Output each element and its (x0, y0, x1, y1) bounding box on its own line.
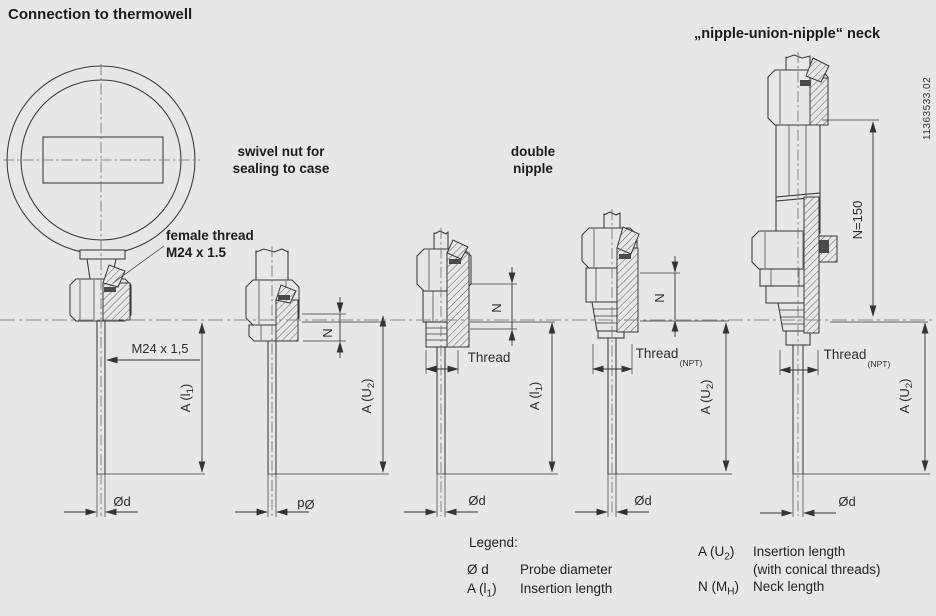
clamp-tab-hatch (446, 239, 469, 260)
tube-break-edge (255, 248, 289, 253)
dim-label-npt-d5: (NPT) (868, 359, 891, 369)
legend-symbol: N (MH) (698, 579, 739, 598)
label-female-thread: female thread M24 x 1.5 (166, 227, 254, 261)
dim-label-insertion-length-d1: A (l1) (178, 384, 196, 412)
tube-break-edge (433, 230, 449, 235)
label-swivel-nut: swivel nut for sealing to case (222, 143, 340, 177)
neck-length-dimension-d2 (302, 297, 346, 358)
union-seal (818, 240, 829, 253)
legend-symbol: A (l1) (467, 581, 497, 600)
dim-label-insertion-length-d4: A (U2) (698, 380, 716, 415)
heading-nipple-union-nipple-neck: „nipple-union-nipple“ neck (694, 26, 881, 42)
seal-ring (619, 254, 631, 259)
thread-dimension-d5 (779, 350, 819, 375)
dim-label-thread-d4: Thread (636, 346, 679, 361)
drawing-double-nipple (404, 228, 558, 517)
drawing-nipple-union-nipple (751, 52, 930, 517)
label-swivel-nut-line1: swivel nut for (237, 144, 325, 159)
dim-label-probe-diameter-d1: Ød (113, 494, 130, 509)
legend-symbol: A (U2) (698, 544, 735, 563)
legend-item-insertion-length: A (l1) Insertion length (467, 580, 612, 604)
dim-label-probe-diameter-d5: Ød (838, 494, 855, 509)
probe-stem (792, 344, 804, 517)
drawing-thermometer-female-thread (3, 64, 206, 517)
dim-label-insertion-length-d5: A (U2) (897, 379, 915, 414)
legend-symbol: Ø d (467, 562, 489, 577)
label-female-thread-line1: female thread (166, 228, 254, 243)
legend-desc: Insertion length(with conical threads) (753, 544, 881, 577)
seal-ring (278, 295, 290, 300)
union-nut (751, 230, 838, 287)
section-hatch (446, 252, 470, 348)
seal-ring (449, 259, 461, 264)
dim-label-neck-150-d5: N=150 (850, 201, 865, 240)
seal-ring (800, 80, 811, 86)
dim-label-probe-diameter-d3: Ød (468, 493, 485, 508)
neck-length-dimension-d4 (640, 256, 680, 337)
section-hatch (616, 247, 639, 333)
dim-label-probe-diameter-d2: Ød (297, 497, 314, 512)
dim-label-thread-d3: Thread (468, 350, 511, 365)
insertion-length-dimension-d5 (793, 321, 930, 475)
dim-label-insertion-length-d2: A (U2) (359, 379, 377, 414)
label-female-thread-line2: M24 x 1.5 (166, 245, 227, 260)
dim-label-neck-d4: N (652, 293, 667, 302)
drawing-swivel-nut (235, 246, 389, 517)
legend-item-insertion-length-conical: A (U2) Insertion length(with conical thr… (698, 543, 881, 579)
dim-label-npt-d4: (NPT) (680, 358, 703, 368)
label-double-nipple-line1: double (510, 144, 556, 159)
legend-heading: Legend: (469, 535, 518, 550)
seal-ring (104, 287, 116, 292)
insertion-length-dimension-d1 (97, 322, 206, 475)
label-swivel-nut-line2: sealing to case (232, 161, 330, 176)
legend-desc: Insertion length (520, 581, 613, 596)
probe-stem (96, 320, 106, 517)
dim-label-probe-diameter-d4: Ød (634, 493, 651, 508)
clamp-tab-hatch (102, 264, 126, 288)
page-title: Connection to thermowell (8, 6, 193, 23)
insertion-length-dimension-d3 (437, 321, 558, 475)
neck-length-dimension-d3 (470, 267, 517, 346)
label-double-nipple-line2: nipple (513, 161, 553, 176)
female-thread-leader-line (112, 245, 165, 284)
dim-label-neck-d2: N (320, 328, 335, 337)
clamp-tab-hatch (616, 226, 640, 255)
probe-stem (267, 340, 277, 517)
thread-dimension-d3 (425, 350, 459, 374)
thread-dimension-d4 (592, 344, 633, 374)
dim-label-m24: M24 x 1,5 (131, 341, 188, 356)
drawing-conical-thread (575, 209, 732, 517)
legend-desc: Neck length (753, 579, 825, 594)
tube-break-edge (603, 211, 621, 216)
legend-item-probe-diameter: Ø d Probe diameter (467, 561, 612, 585)
dim-label-insertion-length-d3: A (l1) (527, 382, 545, 410)
legend-item-neck-length: N (MH) Neck length (698, 578, 824, 602)
dim-label-neck-d3: N (489, 303, 504, 312)
neck-length-dimension-d5 (822, 119, 879, 317)
section-hatch (803, 196, 820, 334)
gauge-neck-flange (79, 249, 126, 260)
label-double-nipple: double nipple (498, 143, 568, 177)
insertion-length-dimension-d4 (608, 320, 732, 475)
insertion-length-dimension-d2 (268, 315, 389, 475)
dim-label-thread-d5: Thread (824, 347, 867, 362)
legend-desc: Probe diameter (520, 562, 613, 577)
probe-stem (607, 337, 617, 517)
upper-nipple-hex (767, 57, 830, 126)
